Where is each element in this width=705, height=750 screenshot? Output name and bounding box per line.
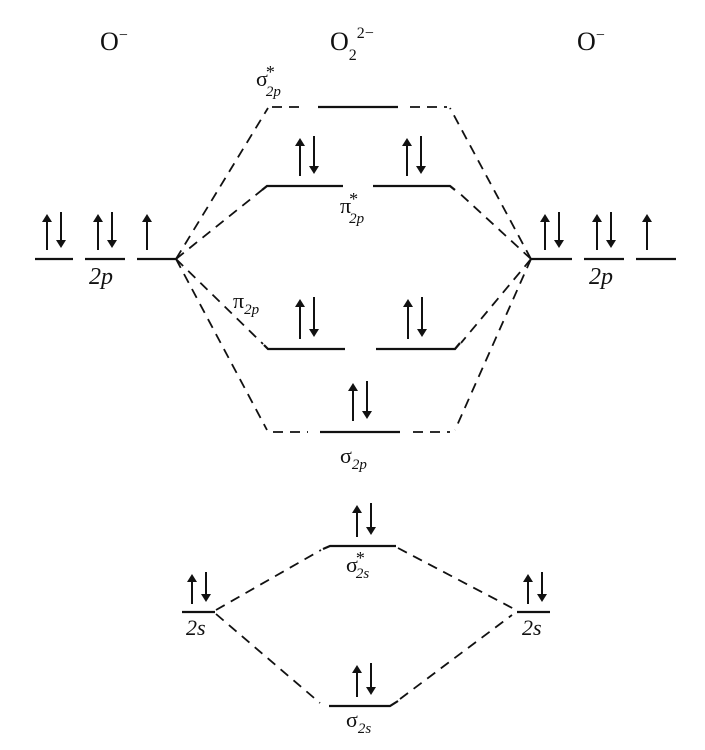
left-2p-label: 2p	[89, 264, 113, 290]
left-2s-label: 2s	[186, 615, 206, 640]
sigma-2s-label: σ2s	[346, 707, 371, 737]
sigma-star-2p-label: σ*2p	[256, 62, 281, 100]
pi-star-2p-orbitals: π*2p	[261, 184, 456, 227]
right-atom-header: O−	[577, 27, 605, 56]
sigma-2p-orbital: σ2p	[273, 430, 450, 473]
electron-arrows	[42, 136, 652, 697]
right-2p-orbitals: 2p	[531, 257, 676, 290]
pi-star-2p-label: π*2p	[340, 189, 365, 227]
sigma-star-2s-label: σ*2s	[346, 548, 369, 582]
left-atom-header: O−	[100, 27, 128, 56]
molecule-header: O22−	[330, 25, 374, 64]
right-2s-orbital: 2s	[517, 610, 550, 640]
left-2s-orbital: 2s	[182, 610, 215, 640]
pi-2p-orbitals: π2p	[233, 288, 461, 351]
right-2p-label: 2p	[589, 264, 613, 290]
sigma-2p-label: σ2p	[340, 443, 367, 473]
left-2p-orbitals: 2p	[35, 257, 176, 290]
sigma-star-2s-orbital: σ*2s	[322, 544, 396, 582]
sigma-star-2p-orbital: σ*2p	[256, 62, 447, 109]
right-2s-label: 2s	[522, 615, 542, 640]
correlation-lines	[175, 107, 532, 704]
pi-2p-label: π2p	[233, 288, 260, 318]
sigma-2s-orbital: σ2s	[329, 700, 399, 737]
